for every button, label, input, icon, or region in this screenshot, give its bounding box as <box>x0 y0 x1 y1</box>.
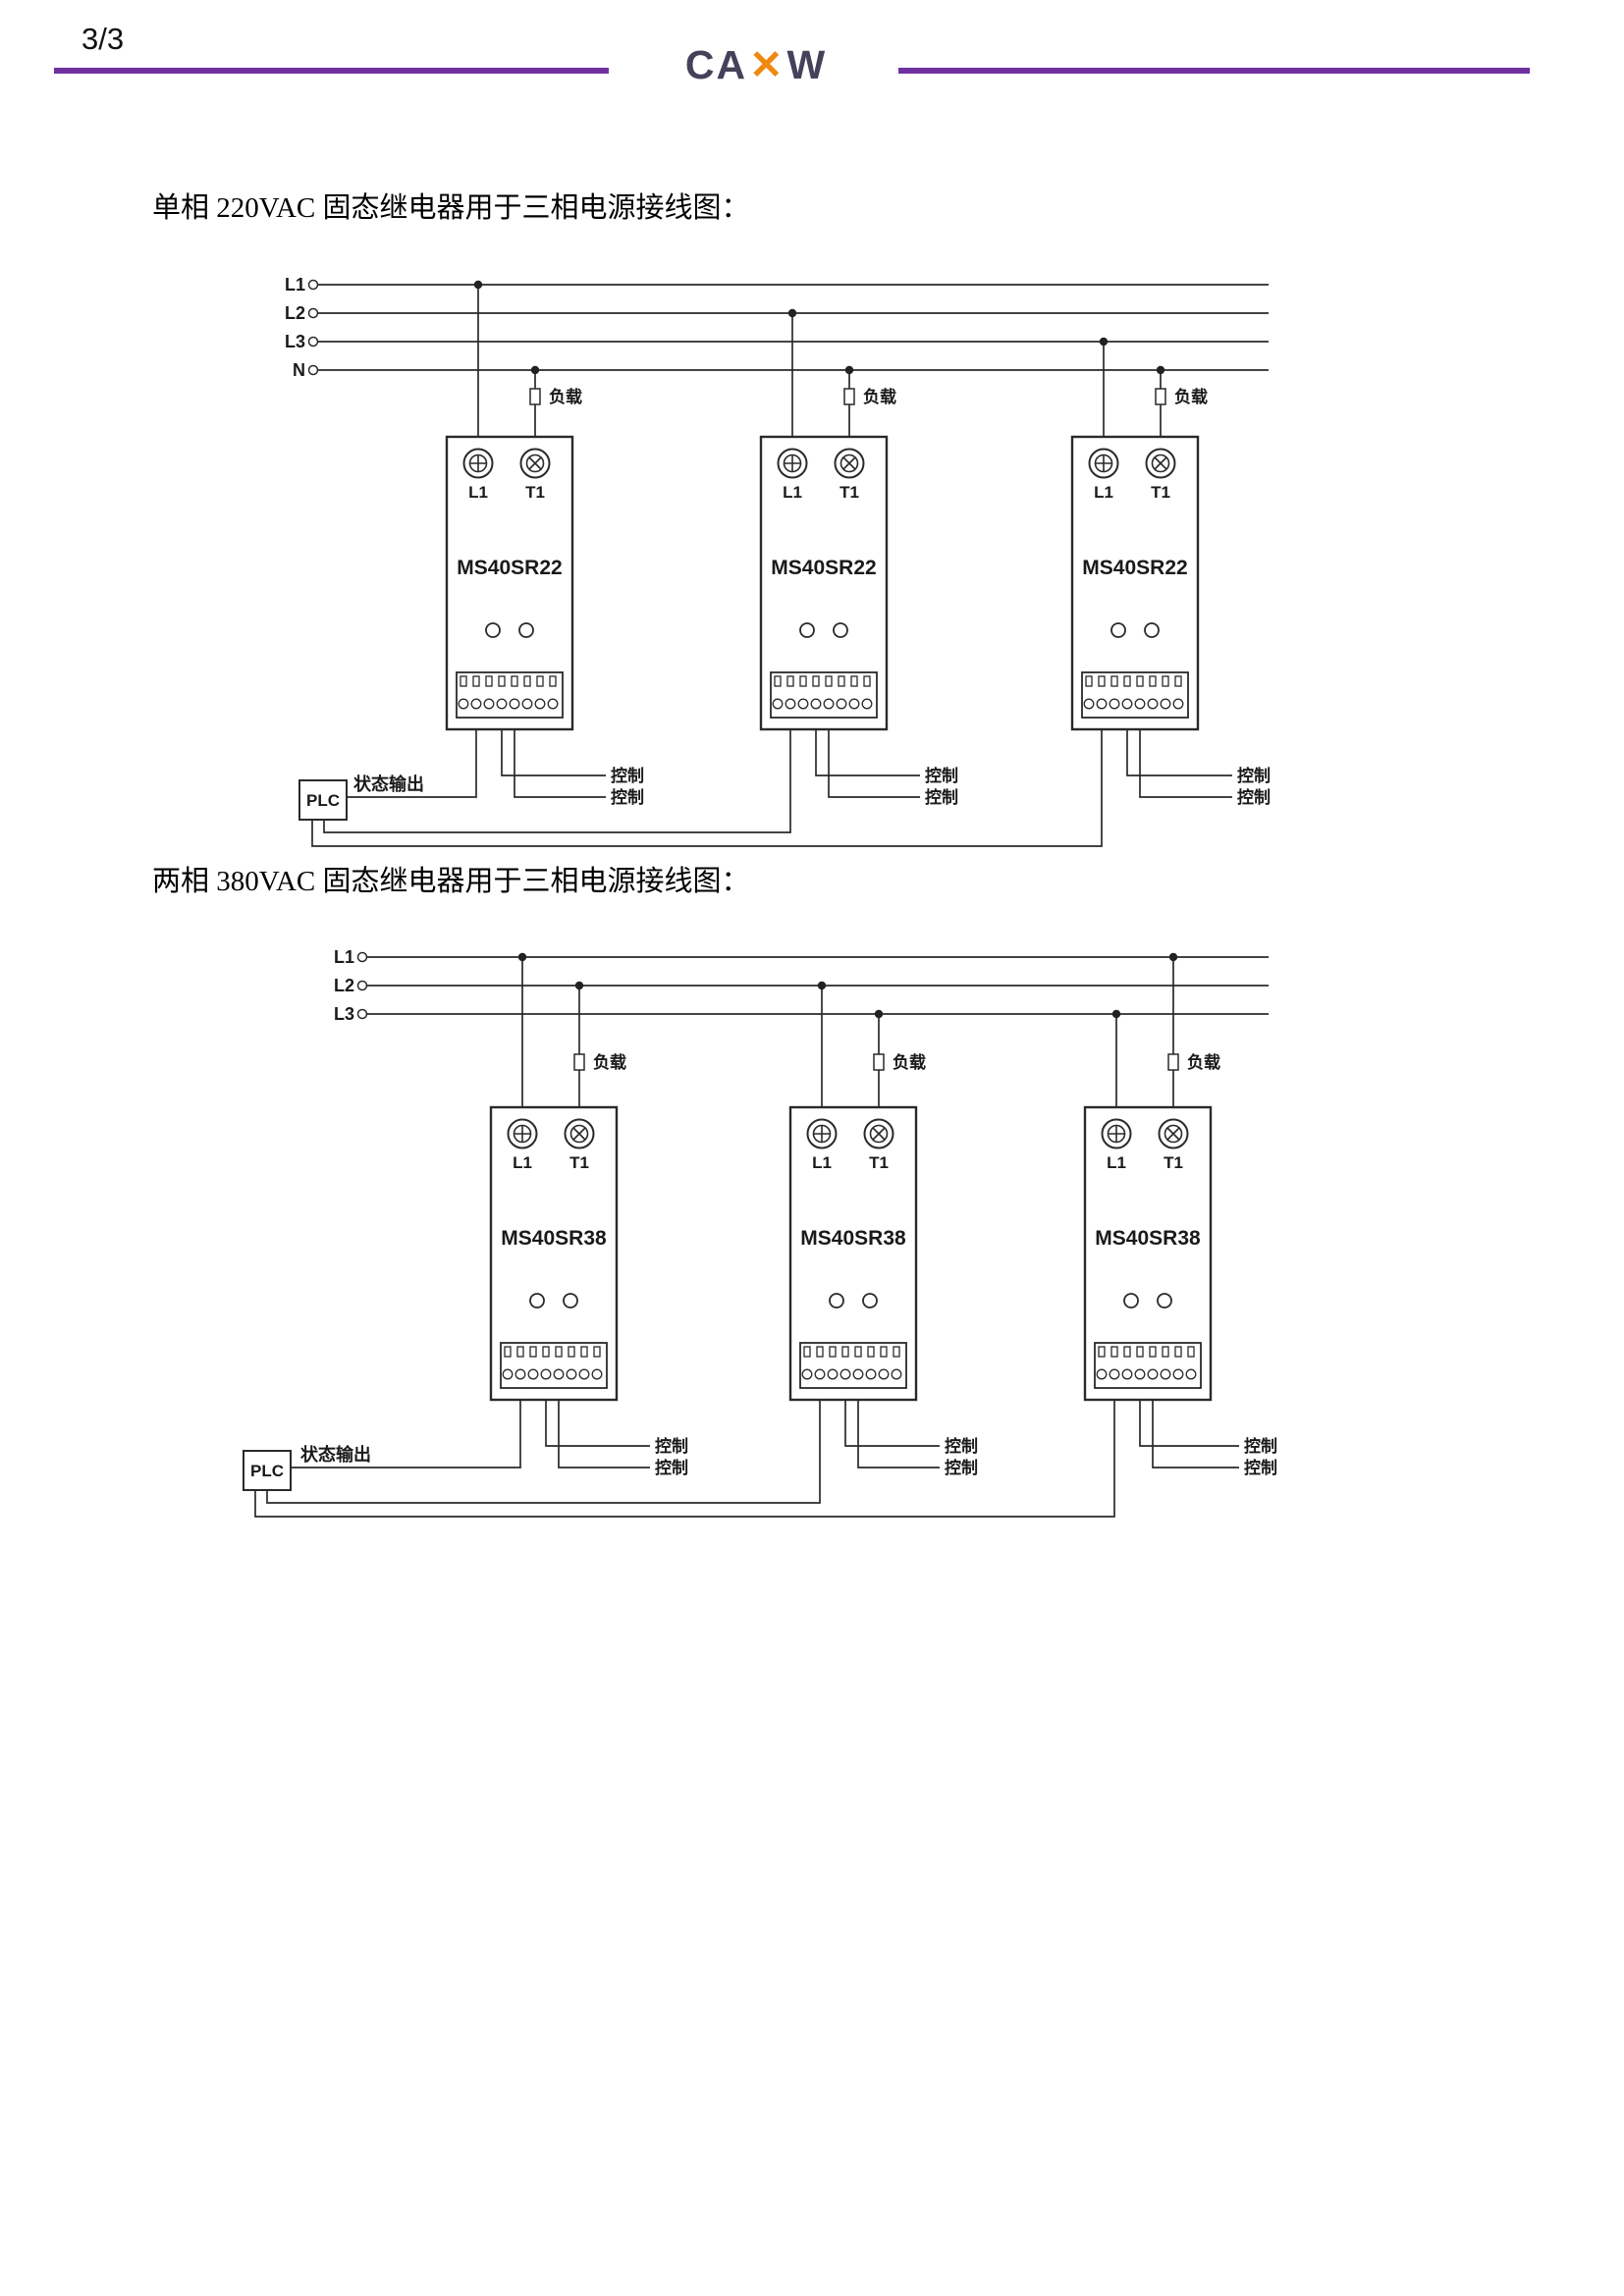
plc-380: PLC 状态输出 <box>243 1444 371 1491</box>
terminal-label-t1: T1 <box>1151 483 1170 502</box>
power-lines-380: L1 L2 L3 <box>334 947 1269 1024</box>
page-number: 3/3 <box>81 22 125 56</box>
relay-module-220-2: L1 T1 MS40SR22 <box>759 435 889 731</box>
model-label: MS40SR38 <box>1095 1227 1201 1250</box>
control-label: 控制 <box>945 1458 978 1477</box>
control-label: 控制 <box>1244 1436 1277 1456</box>
section-title-220vac: 单相 220VAC 固态继电器用于三相电源接线图： <box>152 192 750 224</box>
power-line-label-l2: L2 <box>285 303 305 323</box>
load-label: 负载 <box>1174 387 1208 406</box>
model-label: MS40SR38 <box>800 1227 906 1250</box>
relay-module-220-1: L1 T1 MS40SR22 <box>445 435 574 731</box>
relay-module-380-3: L1 T1 MS40SR38 <box>1083 1105 1213 1402</box>
terminal-label-l1: L1 <box>1094 483 1113 502</box>
load-label: 负载 <box>1187 1052 1220 1072</box>
load-symbols-380: 负载 负载 负载 <box>573 1052 1220 1072</box>
control-label: 控制 <box>655 1436 688 1456</box>
relay-module-body <box>1070 435 1200 731</box>
terminal-label-l1: L1 <box>783 483 802 502</box>
terminal-label-l1: L1 <box>1107 1153 1126 1172</box>
control-label: 控制 <box>1237 766 1271 785</box>
relay-module-body <box>1083 1105 1213 1402</box>
diagram-220vac: L1 L2 L3 N <box>285 275 1271 847</box>
relay-module-380-1: L1 T1 MS40SR38 <box>489 1105 619 1402</box>
status-output-label: 状态输出 <box>300 1444 371 1465</box>
power-line-label-l3: L3 <box>334 1004 354 1024</box>
load-icon <box>843 388 855 405</box>
brand-logo: CA✕W <box>628 41 884 88</box>
control-label: 控制 <box>1237 787 1271 807</box>
power-line-label-l2: L2 <box>334 976 354 995</box>
terminal-label-t1: T1 <box>869 1153 889 1172</box>
plc-box <box>243 1450 292 1491</box>
terminal-label-t1: T1 <box>839 483 859 502</box>
load-symbols-220: 负载 负载 负载 <box>529 387 1208 406</box>
relay-module-body <box>759 435 889 731</box>
terminal-label-l1: L1 <box>812 1153 832 1172</box>
power-line-label-l1: L1 <box>334 947 354 967</box>
load-label: 负载 <box>593 1052 626 1072</box>
power-line-label-l1: L1 <box>285 275 305 294</box>
load-label: 负载 <box>863 387 896 406</box>
diagram-380vac: L1 L2 L3 <box>243 947 1277 1518</box>
section-title-380vac: 两相 380VAC 固态继电器用于三相电源接线图： <box>152 866 750 897</box>
junction-dots-220 <box>473 280 1165 375</box>
power-lines-220: L1 L2 L3 N <box>285 275 1269 380</box>
model-label: MS40SR22 <box>457 557 562 579</box>
terminal-label-t1: T1 <box>569 1153 589 1172</box>
control-label: 控制 <box>655 1458 688 1477</box>
terminal-label-t1: T1 <box>1164 1153 1183 1172</box>
relay-module-body <box>489 1105 619 1402</box>
terminal-label-l1: L1 <box>513 1153 532 1172</box>
junction-dots-380 <box>517 952 1178 1019</box>
wires-220 <box>311 285 1232 847</box>
control-labels-380: 控制 控制 控制 控制 控制 控制 <box>655 1436 1277 1477</box>
plc-220: PLC 状态输出 <box>298 774 424 821</box>
relay-module-380-2: L1 T1 MS40SR38 <box>788 1105 918 1402</box>
load-icon <box>1155 388 1166 405</box>
relay-module-body <box>788 1105 918 1402</box>
header-rule-left <box>54 68 609 74</box>
power-line-label-n: N <box>293 360 305 380</box>
load-icon <box>873 1053 885 1071</box>
header-rule-right <box>898 68 1530 74</box>
power-line-label-l3: L3 <box>285 332 305 351</box>
control-labels-220: 控制 控制 控制 控制 控制 控制 <box>611 766 1271 807</box>
logo-x-icon: ✕ <box>749 42 785 87</box>
logo-text-left: CA <box>684 42 748 87</box>
model-label: MS40SR22 <box>771 557 876 579</box>
load-label: 负载 <box>893 1052 926 1072</box>
load-label: 负载 <box>549 387 582 406</box>
plc-box <box>298 779 348 821</box>
plc-label: PLC <box>306 791 340 810</box>
plc-label: PLC <box>250 1462 284 1480</box>
control-label: 控制 <box>1244 1458 1277 1477</box>
load-icon <box>529 388 541 405</box>
relay-module-220-3: L1 T1 MS40SR22 <box>1070 435 1200 731</box>
logo-text-right: W <box>786 42 828 87</box>
status-output-label: 状态输出 <box>353 774 424 794</box>
control-label: 控制 <box>925 787 958 807</box>
terminal-label-l1: L1 <box>468 483 488 502</box>
control-label: 控制 <box>945 1436 978 1456</box>
model-label: MS40SR38 <box>501 1227 607 1250</box>
load-icon <box>573 1053 585 1071</box>
control-label: 控制 <box>611 787 644 807</box>
control-label: 控制 <box>925 766 958 785</box>
load-icon <box>1167 1053 1179 1071</box>
model-label: MS40SR22 <box>1082 557 1187 579</box>
relay-module-body <box>445 435 574 731</box>
control-label: 控制 <box>611 766 644 785</box>
terminal-label-t1: T1 <box>525 483 545 502</box>
